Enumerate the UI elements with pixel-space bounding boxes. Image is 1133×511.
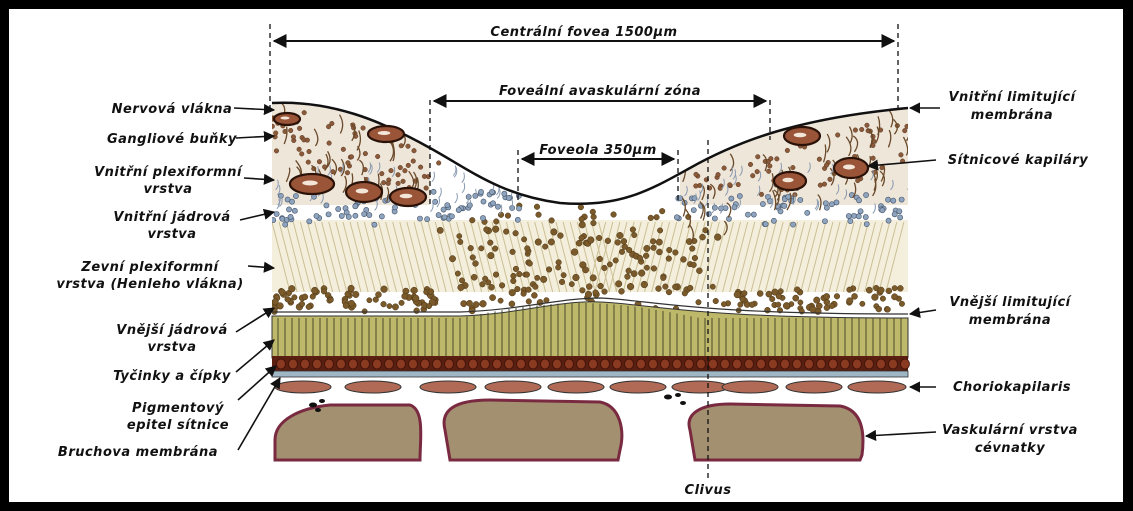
choroid-vessel-1 bbox=[275, 405, 421, 460]
label-choriocapillaris: Choriokapilaris bbox=[953, 380, 1071, 395]
left-labels: Nervová vlákna Gangliové buňky Vnitřní p… bbox=[56, 102, 244, 460]
bruch-membrane bbox=[272, 371, 908, 377]
central-fovea-label: Centrální fovea 1500µm bbox=[490, 25, 677, 40]
avascular-zone-label: Foveální avaskulární zóna bbox=[499, 84, 701, 99]
clivus-label: Clivus bbox=[685, 483, 732, 498]
label-retinal-capillaries: Sítnicové kapiláry bbox=[948, 153, 1089, 168]
label-nerve-fibers: Nervová vlákna bbox=[112, 102, 233, 117]
choroid-vessel-2 bbox=[444, 400, 622, 460]
label-ganglion-cells: Gangliové buňky bbox=[107, 132, 237, 147]
label-rods-cones: Tyčinky a čípky bbox=[113, 369, 231, 384]
choriocapillaris-vessels bbox=[275, 381, 906, 393]
label-bruch: Bruchova membrána bbox=[58, 445, 218, 460]
choroid-vessel-3 bbox=[689, 404, 863, 460]
foveola-label: Foveola 350µm bbox=[539, 143, 657, 158]
